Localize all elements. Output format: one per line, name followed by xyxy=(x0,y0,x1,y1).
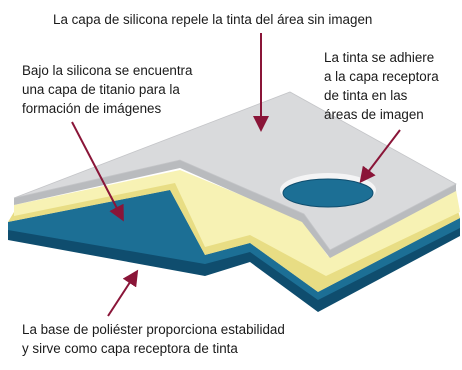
arrow-titanium xyxy=(71,121,124,222)
label-silicone: La capa de silicona repele la tinta del … xyxy=(53,12,372,27)
callout-arrows xyxy=(71,33,401,317)
label-image-area: La tinta se adhiere a la capa receptora … xyxy=(324,50,442,122)
image-area-hole xyxy=(280,173,376,208)
arrow-polyester xyxy=(107,269,139,317)
arrow-image-area xyxy=(359,129,401,184)
titanium-layer xyxy=(8,170,460,292)
label-polyester: La base de poliéster proporciona estabil… xyxy=(22,322,289,356)
label-titanium: Bajo la silicona se encuentra una capa d… xyxy=(22,63,196,116)
silicone-layer xyxy=(13,91,457,258)
